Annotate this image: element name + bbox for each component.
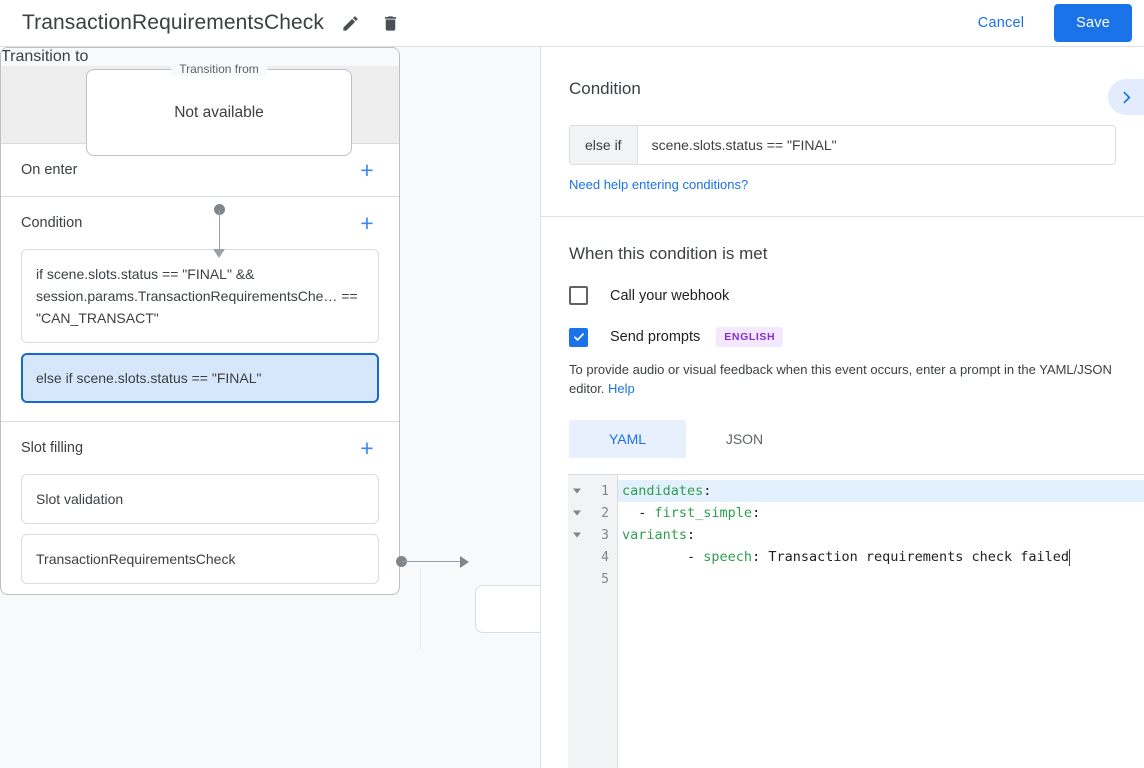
top-bar: TransactionRequirementsCheck Cancel Save [0,0,1144,47]
condition-expression-field[interactable]: scene.slots.status == "FINAL" [637,126,1115,164]
editor-format-tabs: YAML JSON [569,420,1116,458]
section-title-slot-filling: Slot filling [21,440,84,456]
section-title-on-enter: On enter [21,162,78,178]
yaml-key: candidates [622,483,704,499]
top-bar-actions: Cancel Save [964,4,1132,42]
when-condition-met-heading: When this condition is met [569,244,768,263]
call-webhook-label: Call your webhook [610,287,730,304]
text-cursor [1069,548,1071,566]
yaml-key: variants [622,527,688,543]
section-condition: Condition + if scene.slots.status == "FI… [1,197,399,422]
condition-input[interactable]: else if scene.slots.status == "FINAL" [569,125,1116,165]
next-node-card[interactable] [475,585,540,633]
section-header: Slot filling + [21,422,379,474]
editor-line-number: 5 [601,571,609,587]
fold-triangle-icon[interactable] [573,532,581,538]
yaml-key: speech [703,549,753,565]
prompts-description-text: To provide audio or visual feedback when… [569,362,1112,396]
yaml-key: first_simple [654,505,753,521]
fold-triangle-icon[interactable] [573,510,581,516]
editor-code-area[interactable]: candidates: - first_simple: variants: - … [618,475,1144,768]
language-badge: ENGLISH [716,327,784,347]
transition-from-value: Not available [174,103,264,121]
connector-dot [214,204,225,215]
cancel-button[interactable]: Cancel [964,7,1038,39]
transition-to-legend: Transition to [1,48,399,66]
connector-line-vertical [219,210,220,251]
save-button[interactable]: Save [1054,4,1132,42]
panel-divider [541,216,1144,217]
editor-code-line[interactable]: - first_simple: [622,505,761,521]
canvas-grid-line [420,567,421,649]
editor-code-line[interactable]: candidates: [618,480,1144,502]
condition-section: Condition else if scene.slots.status == … [541,47,1144,194]
section-header: On enter + [21,144,379,196]
webhook-row[interactable]: Call your webhook [569,286,1116,305]
section-title-condition: Condition [21,215,83,231]
section-on-enter: On enter + [1,144,399,197]
edit-pencil-button[interactable] [336,9,364,37]
transition-from-legend: Transition from [171,62,267,76]
connector-arrow-down [213,249,225,258]
help-link[interactable]: Help [608,381,635,396]
send-prompts-row[interactable]: Send prompts ENGLISH [569,327,1116,347]
check-icon [573,333,584,341]
tab-yaml[interactable]: YAML [569,420,686,458]
send-prompts-label: Send prompts [610,329,701,345]
condition-heading: Condition [569,79,641,98]
editor-line-number: 2 [568,502,617,524]
section-slot-filling: Slot filling + Slot validation Transacti… [1,422,399,584]
trash-icon [384,15,396,31]
condition-prefix: else if [570,126,638,164]
editor-code-line[interactable] [618,568,1144,590]
condition-item[interactable]: if scene.slots.status == "FINAL" && sess… [21,249,379,343]
need-help-conditions-link[interactable]: Need help entering conditions? [569,177,749,192]
editor-code-line[interactable]: variants: [622,527,696,543]
send-prompts-checkbox[interactable] [569,327,588,347]
condition-edge-arrow [460,556,469,568]
fold-triangle-icon[interactable] [573,488,581,494]
editor-code-line[interactable]: - speech: Transaction requirements check… [622,548,1071,566]
editor-line-number: 1 [568,480,617,502]
delete-button[interactable] [376,9,404,37]
condition-edge-line [402,561,462,562]
condition-output-dot [396,556,407,567]
section-header: Condition + [21,197,379,249]
tab-json[interactable]: JSON [725,431,764,447]
call-webhook-checkbox[interactable] [569,286,588,305]
prompts-description: To provide audio or visual feedback when… [569,360,1116,398]
slot-filling-item[interactable]: Slot validation [21,474,379,524]
slot-filling-item[interactable]: TransactionRequirementsCheck [21,534,379,584]
chevron-right-icon [1123,91,1130,103]
expand-panel-button[interactable] [1108,79,1144,115]
flow-canvas[interactable]: Transition from Not available Transition… [0,47,540,768]
condition-item-selected[interactable]: else if scene.slots.status == "FINAL" [21,353,379,403]
add-on-enter-button[interactable]: + [360,156,374,183]
add-condition-button[interactable]: + [360,209,374,236]
add-slot-filling-button[interactable]: + [360,434,374,461]
transition-from-node[interactable]: Transition from Not available [86,62,352,156]
page-title: TransactionRequirementsCheck [22,11,324,34]
editor-line-number: 3 [568,524,617,546]
when-condition-met-section: When this condition is met Call your web… [541,217,1144,458]
pencil-icon [342,15,358,31]
editor-line-number: 4 [601,549,609,565]
